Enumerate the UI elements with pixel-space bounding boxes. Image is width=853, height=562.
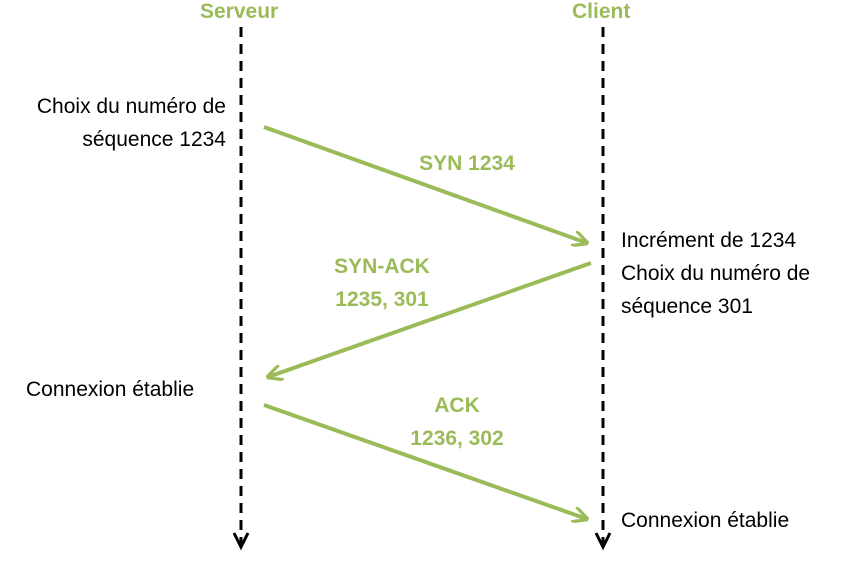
ack-arrow <box>263 403 587 519</box>
client-established-note: Connexion établie <box>621 509 790 532</box>
client-lane-title: Client <box>572 0 631 23</box>
server-start-note: Choix du numéro de séquence 1234 <box>36 95 226 151</box>
server-established-note: Connexion établie <box>26 378 195 401</box>
client-mid-note: Incrément de 1234 Choix du numéro de séq… <box>621 229 811 318</box>
syn-label: SYN 1234 <box>419 152 515 175</box>
syn-arrow <box>263 125 587 243</box>
syn-ack-label: SYN-ACK 1235, 301 <box>334 255 430 311</box>
client-lifeline-arrowhead <box>594 532 612 551</box>
syn-ack-arrow <box>268 261 592 377</box>
server-lifeline-arrowhead <box>232 532 250 551</box>
server-lane-title: Serveur <box>200 0 279 23</box>
ack-label: ACK 1236, 302 <box>410 394 504 450</box>
